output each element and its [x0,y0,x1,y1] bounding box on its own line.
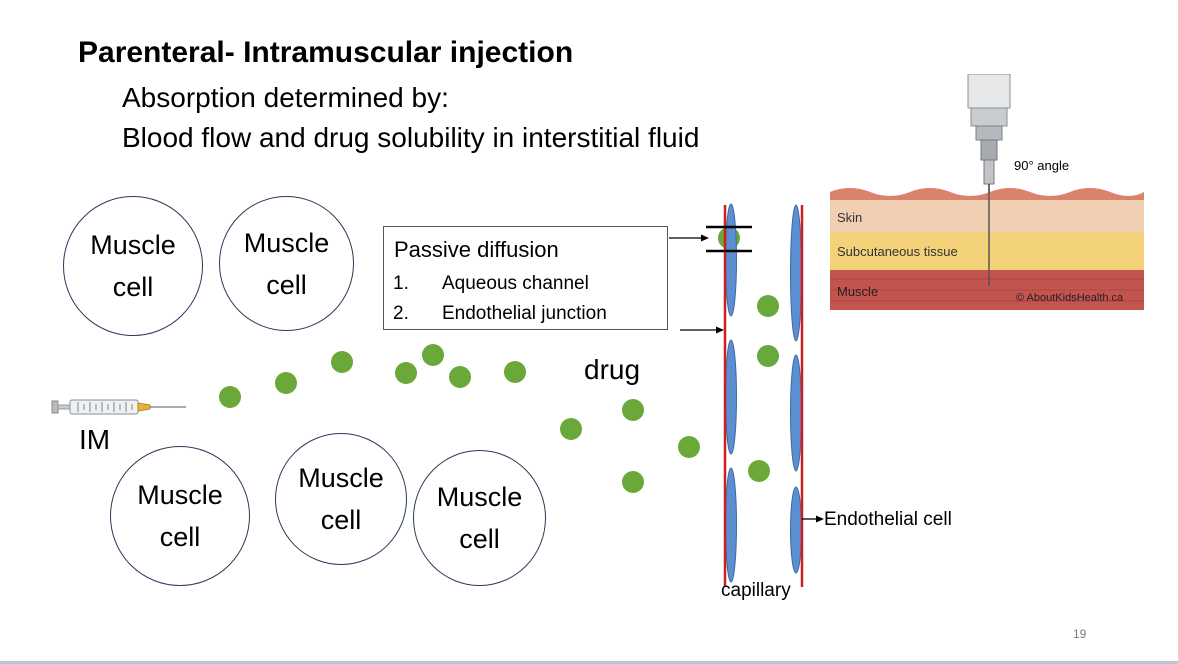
endothelial-cell [725,339,737,455]
passive-diffusion-box: Passive diffusion 1. Aqueous channel 2. … [383,226,668,330]
muscle-cell-label: Muscle [137,480,223,510]
muscle-cell-label: Muscle [90,230,176,260]
muscle-cell: Muscle cell [219,196,354,331]
syringe-icon [51,399,186,415]
credit-label: © AboutKidsHealth.ca [1016,292,1124,304]
drug-dot [748,460,770,482]
endothelial-cell [790,486,802,574]
diffusion-item-endothelial-junction: Endothelial junction [442,303,607,324]
muscle-label: Muscle [837,284,879,299]
slide-title: Parenteral- Intramuscular injection [78,36,574,69]
capillary-label: capillary [721,580,791,601]
angle-label: 90° angle [1014,158,1070,173]
im-label: IM [79,424,111,455]
endothelial-cell [790,204,802,342]
diffusion-item-aqueous-channel: Aqueous channel [442,273,589,294]
muscle-cell-label: Muscle [298,463,384,493]
muscle-cell-label: cell [459,524,500,554]
muscle-cell-label: cell [112,272,154,302]
diffusion-item-number: 1. [393,273,409,294]
muscle-cell-label: cell [159,522,201,552]
subtitle-line-2: Blood flow and drug solubility in inters… [122,122,700,153]
skin-label: Skin [837,210,863,225]
drug-dot [395,362,417,384]
drug-label: drug [584,354,641,385]
endothelial-cell-label: Endothelial cell [824,509,952,530]
drug-dot [622,471,644,493]
drug-dot [449,366,471,388]
muscle-cell: Muscle cell [275,433,407,565]
endothelial-cell [725,203,737,317]
drug-dot [622,399,644,421]
passive-diffusion-title: Passive diffusion [394,237,559,262]
drug-dot [219,386,241,408]
drug-dot [504,361,526,383]
muscle-cell-label: cell [266,269,307,300]
drug-dot [331,351,353,373]
page-number: 19 [1073,627,1087,641]
drug-dot [422,344,444,366]
drug-dot [757,345,779,367]
muscle-cell-label: Muscle [243,227,330,258]
drug-dot [275,372,297,394]
muscle-cell-label: Muscle [436,482,523,512]
footer-divider [0,661,1178,664]
diffusion-item-number: 2. [393,303,409,324]
capillary-diagram [669,203,824,587]
muscle-cell: Muscle cell [63,196,203,336]
muscle-cell: Muscle cell [413,450,546,586]
muscle-cell: Muscle cell [110,446,250,586]
drug-dot [560,418,582,440]
injection-inset-image: 90° angle Skin Subcutaneous tissue Muscl… [830,74,1144,310]
drug-dot [757,295,779,317]
subcutaneous-label: Subcutaneous tissue [837,244,958,259]
drug-dot [678,436,700,458]
endothelial-cell [725,467,737,583]
endothelial-cell [790,354,802,472]
subtitle-line-1: Absorption determined by: [122,82,449,113]
muscle-cell-label: cell [320,505,362,535]
